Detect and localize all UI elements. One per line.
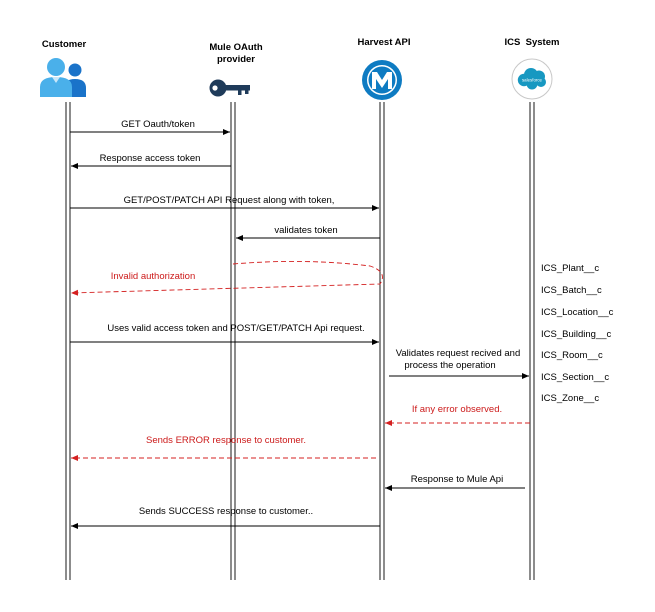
user-group-icon [40,58,86,97]
participant-title-mule-oauth: Mule OAuth [209,42,262,53]
message-get-oauth-token: GET Oauth/token [70,119,230,135]
messages: GET Oauth/token Response access token GE… [70,119,530,529]
salesforce-cloud-icon: salesforce [511,58,553,100]
svg-text:GET Oauth/token: GET Oauth/token [121,119,195,130]
participant-title-harvest-api: Harvest API [358,37,411,48]
svg-text:validates token: validates token [274,225,337,236]
lifeline-harvest-api [379,102,385,580]
svg-text:Response to Mule Api: Response to Mule Api [411,474,503,485]
participant-title-mule-oauth-line2: provider [217,54,255,65]
lifeline-mule-oauth [230,102,236,580]
ics-entity: ICS_Zone__c [541,393,599,404]
svg-text:Uses valid access token and PO: Uses valid access token and POST/GET/PAT… [107,323,364,334]
svg-text:Sends SUCCESS response to cust: Sends SUCCESS response to customer.. [139,506,313,517]
svg-text:Invalid authorization: Invalid authorization [111,271,196,282]
ics-entity: ICS_Building__c [541,329,611,340]
message-api-request-with-token: GET/POST/PATCH API Request along with to… [70,195,379,211]
key-icon [209,79,250,97]
message-error-response: Sends ERROR response to customer. [71,435,376,461]
message-response-to-mule-api: Response to Mule Api [385,474,525,491]
lifeline-customer [65,102,71,580]
message-error-observed: If any error observed. [385,404,530,426]
message-validates-request: Validates request recived and process th… [389,348,529,379]
message-success-response: Sends SUCCESS response to customer.. [71,506,380,529]
participant-title-customer: Customer [42,39,87,50]
ics-entity: ICS_Batch__c [541,285,602,296]
svg-text:If any error observed.: If any error observed. [412,404,502,415]
svg-text:Validates request recived and: Validates request recived and [396,348,520,359]
lifeline-ics-system [529,102,535,580]
ics-entity: ICS_Room__c [541,350,603,361]
svg-text:GET/POST/PATCH API Request alo: GET/POST/PATCH API Request along with to… [124,195,335,206]
participant-title-ics-system: ICS System [505,37,560,48]
message-response-access-token: Response access token [71,153,231,169]
svg-text:Sends ERROR response to custom: Sends ERROR response to customer. [146,435,306,446]
svg-text:Response access token: Response access token [100,153,201,164]
participant-titles: Customer Mule OAuth provider Harvest API… [42,37,560,65]
ics-entity: ICS_Plant__c [541,263,599,274]
message-invalid-authorization: Invalid authorization [70,260,383,296]
ics-entity: ICS_Section__c [541,372,609,383]
message-validates-token: validates token [236,225,380,241]
ics-entity: ICS_Location__c [541,307,614,318]
ics-entity-list: ICS_Plant__c ICS_Batch__c ICS_Location__… [541,263,614,404]
lifelines [65,102,535,580]
salesforce-logo-text: salesforce [522,78,543,83]
message-valid-token-request: Uses valid access token and POST/GET/PAT… [70,323,379,345]
svg-text:process the operation: process the operation [404,360,495,371]
mulesoft-logo-icon [362,60,402,100]
